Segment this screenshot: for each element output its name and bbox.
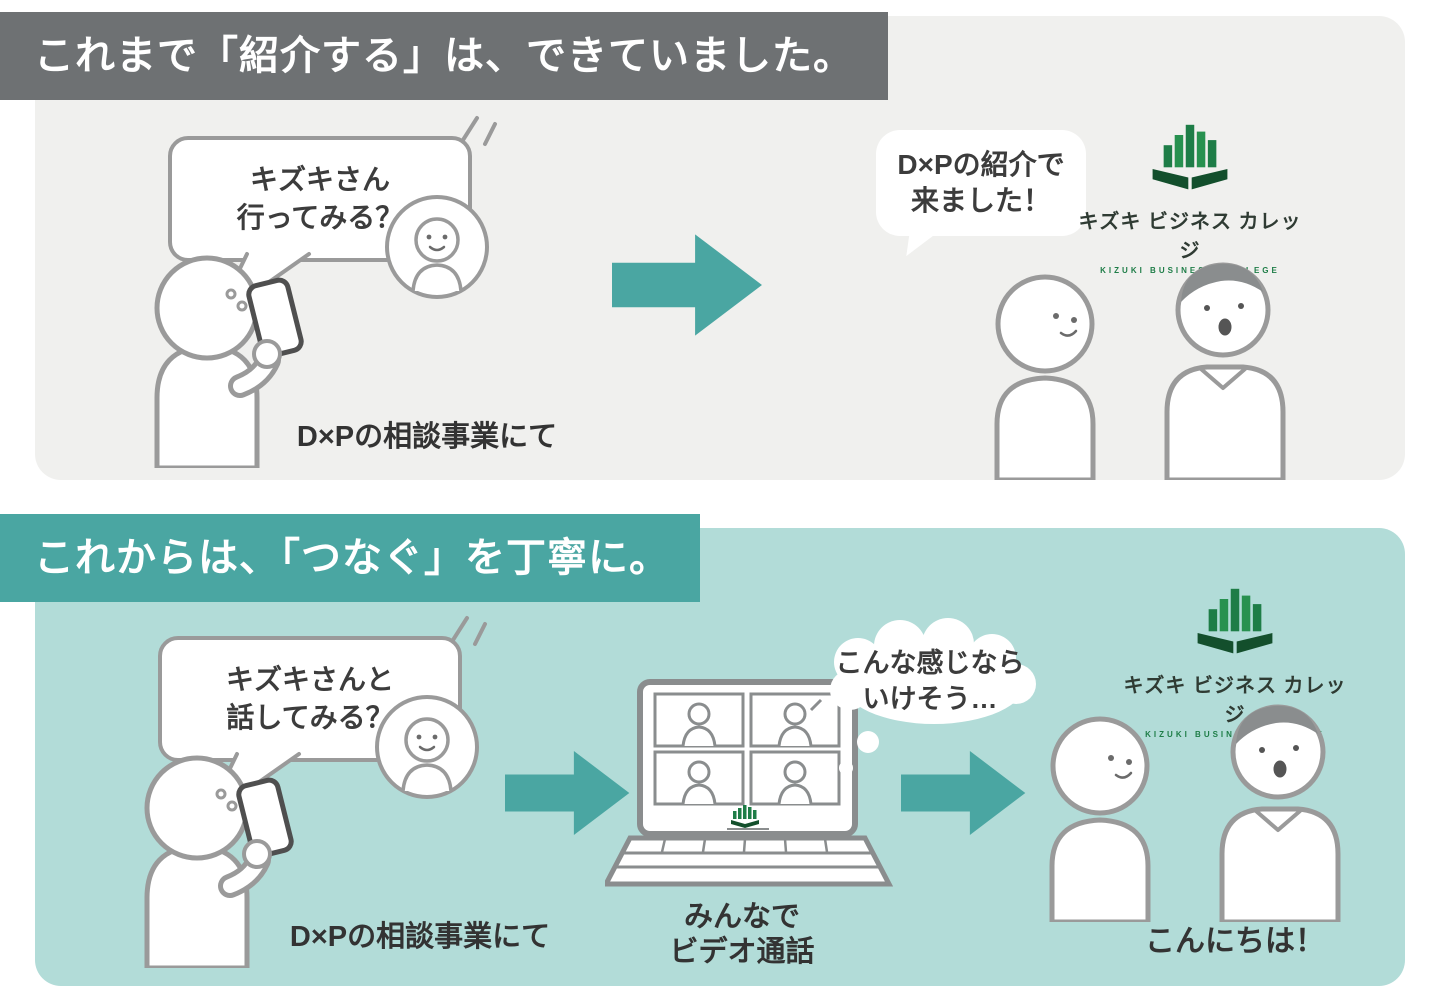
motion-line-icon <box>473 622 487 646</box>
person-with-phone-illustration <box>144 616 487 968</box>
top-header-title: これまで「紹介する」は、できていました。 <box>34 34 854 78</box>
arrow-right-icon <box>612 234 762 336</box>
person-body <box>144 843 250 968</box>
thought-line: いけそう… <box>862 683 998 714</box>
thought-trail-bubble <box>839 761 853 775</box>
person-hand <box>242 839 272 869</box>
thought-bubble-text: こんな感じなら いけそう… <box>824 646 1036 717</box>
motion-line-icon <box>461 116 479 142</box>
face-mark <box>215 788 227 800</box>
friend-eye <box>432 734 438 740</box>
speech-bubble-top: キズキさん 行ってみる？ <box>170 138 470 260</box>
staff-eye <box>1259 747 1265 753</box>
logo-title: キズキ ビジネス カレッジ <box>1078 211 1302 262</box>
top-header-banner: これまで「紹介する」は、できていました。 <box>0 12 888 100</box>
person-body <box>154 343 260 468</box>
visitor-eye <box>1126 759 1132 765</box>
friend-eye <box>442 234 448 240</box>
laptop-caption: みんなで ビデオ通話 <box>612 900 872 971</box>
visitor-eye <box>1071 317 1077 323</box>
speech-bubble-bottom: キズキさんと 話してみる？ <box>160 638 460 760</box>
kizuki-logo-icon <box>1197 588 1273 654</box>
intro-bubble-line: D×Pの紹介で <box>897 148 1065 180</box>
phone-icon <box>246 277 304 359</box>
staff-body <box>1164 364 1286 480</box>
phone-icon <box>236 777 294 859</box>
friend-smile <box>428 245 446 252</box>
arrow-right-icon <box>505 751 630 835</box>
kizuki-logo-bottom: キズキ ビジネス カレッジ KIZUKI BUSINESS COLLEGE <box>1120 582 1350 739</box>
person-head <box>144 755 250 861</box>
staff-mouth <box>1273 760 1287 778</box>
speech-bubble-line: 話してみる？ <box>226 702 394 733</box>
visitor-smile <box>1059 329 1078 337</box>
person-with-phone-illustration <box>154 116 497 468</box>
speech-bubble-line: キズキさんと <box>225 664 394 696</box>
keyboard-rows <box>614 851 881 869</box>
staff-mouth <box>1218 318 1232 336</box>
phone-referral-scene-top: キズキさん 行ってみる？ <box>95 108 655 468</box>
speech-bubble-line: 行ってみる？ <box>236 202 404 233</box>
kizuki-logo-top: キズキ ビジネス カレッジ KIZUKI BUSINESS COLLEGE <box>1075 118 1305 275</box>
greeting-caption: こんにちは！ <box>1145 925 1325 958</box>
friend-head <box>404 717 450 763</box>
speech-bubble-line: キズキさん <box>249 164 390 196</box>
friend-body <box>411 263 463 292</box>
staff-eye <box>1293 745 1299 751</box>
intro-speech-bubble: D×Pの紹介で 来ました！ <box>876 130 1086 260</box>
intro-bubble-line: 来ました！ <box>910 185 1051 216</box>
thought-trail-bubble <box>857 731 879 753</box>
mini-kizuki-logo-icon <box>727 805 769 830</box>
staff-eye <box>1238 303 1244 309</box>
staff-hair <box>1236 705 1318 744</box>
laptop-video-call-illustration <box>605 679 894 887</box>
visitor-smile <box>1114 771 1133 779</box>
friend-body <box>401 763 453 792</box>
face-mark <box>236 300 248 312</box>
thought-bubble-cloud <box>830 618 1036 775</box>
visitor-head <box>995 274 1095 374</box>
laptop-caption-line: みんなで <box>683 901 800 933</box>
laptop-caption-line: ビデオ通話 <box>669 936 815 969</box>
logo-title: キズキ ビジネス カレッジ <box>1123 675 1347 726</box>
logo-subtitle: KIZUKI BUSINESS COLLEGE <box>1145 730 1322 739</box>
friend-head <box>414 217 460 263</box>
visitor-head <box>1050 716 1150 816</box>
face-mark <box>226 800 238 812</box>
visitor-body <box>994 375 1096 480</box>
laptop-keyboard <box>605 835 894 887</box>
visitor-eye <box>1053 313 1059 319</box>
caption-dxp-consultation-bottom: D×Pの相談事業にて <box>289 921 551 953</box>
keyboard-keys <box>660 838 829 853</box>
person-head <box>154 255 260 361</box>
thought-line: こんな感じなら <box>835 648 1025 678</box>
bottom-header-title: これからは、「つなぐ」を丁寧に。 <box>34 536 670 580</box>
friend-eye <box>426 234 432 240</box>
bottom-header-banner: これからは、「つなぐ」を丁寧に。 <box>0 514 700 602</box>
friend-eye <box>416 734 422 740</box>
two-people-greeting-illustration-top <box>994 262 1286 480</box>
staff-collar <box>1199 367 1247 390</box>
staff-hair <box>1181 263 1263 302</box>
motion-line-icon <box>483 122 497 146</box>
staff-collar <box>1254 809 1302 832</box>
two-people-greeting-illustration-bottom <box>1049 704 1341 922</box>
phone-referral-scene-bottom: キズキさんと 話してみる？ <box>85 608 645 968</box>
face-mark <box>225 288 237 300</box>
person-hand <box>252 339 282 369</box>
caption-dxp-consultation-top: D×Pの相談事業にて <box>296 421 558 453</box>
arrow-right-icon <box>901 751 1026 835</box>
friend-smile <box>418 745 436 752</box>
intro-speech-bubble-tail <box>906 230 936 260</box>
kizuki-logo-icon <box>1152 124 1228 190</box>
staff-body <box>1219 806 1341 922</box>
motion-line-icon <box>451 616 469 642</box>
logo-subtitle: KIZUKI BUSINESS COLLEGE <box>1100 266 1280 275</box>
visitor-eye <box>1108 755 1114 761</box>
video-participants <box>681 698 823 805</box>
visitor-body <box>1049 817 1151 922</box>
staff-eye <box>1204 305 1210 311</box>
